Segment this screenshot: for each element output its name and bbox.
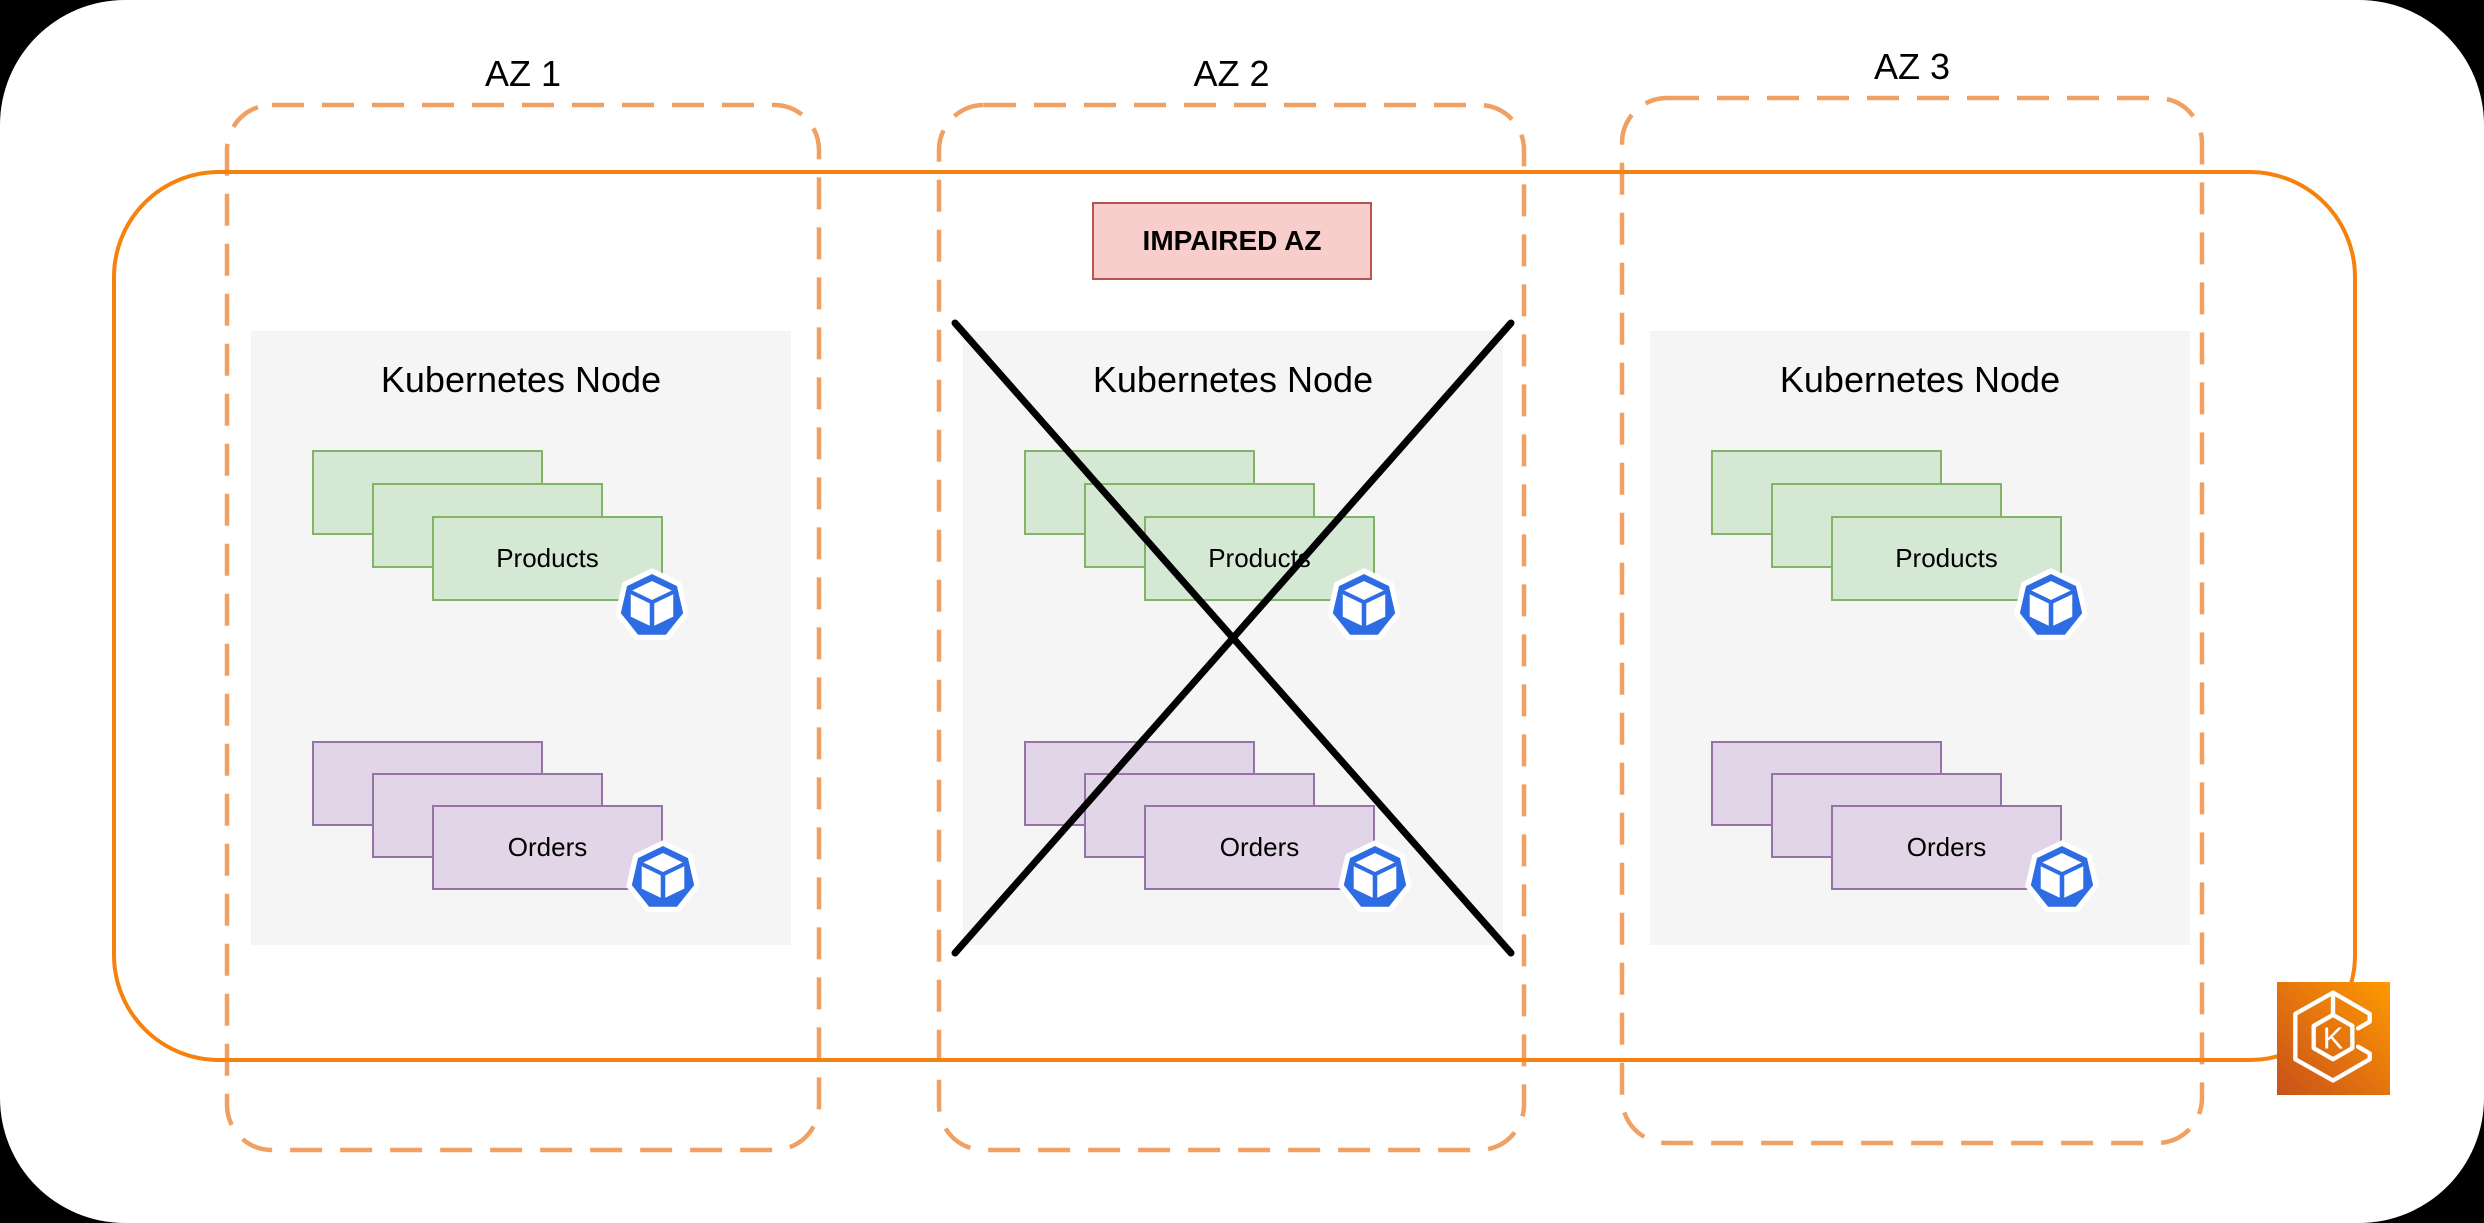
node-title: Kubernetes Node xyxy=(380,359,662,400)
deployment-label: Products xyxy=(496,543,599,573)
amazon-eks-icon: K xyxy=(2277,982,2390,1095)
kubernetes-pod-icon xyxy=(626,840,700,913)
kubernetes-pod-icon xyxy=(615,568,689,641)
replica-card: Products xyxy=(432,516,663,601)
deployment-label: Products xyxy=(1895,543,1998,573)
impaired-az-badge: IMPAIRED AZ xyxy=(1092,202,1372,280)
deployment-label: Orders xyxy=(507,832,588,862)
az1-label: AZ 1 xyxy=(484,53,562,94)
az3-label: AZ 3 xyxy=(1873,46,1951,87)
node-title: Kubernetes Node xyxy=(1779,359,2061,400)
kubernetes-pod-icon xyxy=(2014,568,2088,641)
zone-az1: AZ 1 Kubernetes Node Products Orders xyxy=(227,53,819,1150)
eks-letter: K xyxy=(2323,1021,2344,1056)
kubernetes-node-az3: Kubernetes Node Products Orders xyxy=(1650,331,2190,945)
kubernetes-pod-icon xyxy=(1327,568,1401,641)
replica-card: Orders xyxy=(432,805,663,890)
kubernetes-node-az1: Kubernetes Node Products Orders xyxy=(251,331,791,945)
zone-az3: AZ 3 Kubernetes Node Products Orders xyxy=(1622,46,2202,1143)
node-title: Kubernetes Node xyxy=(1092,359,1374,400)
replica-card: Orders xyxy=(1831,805,2062,890)
kubernetes-node-az2: Kubernetes Node Products Orders xyxy=(963,331,1503,945)
deployment-label: Orders xyxy=(1906,832,1987,862)
kubernetes-pod-icon xyxy=(1338,840,1412,913)
az2-label: AZ 2 xyxy=(1193,53,1270,94)
kubernetes-pod-icon xyxy=(2025,840,2099,913)
